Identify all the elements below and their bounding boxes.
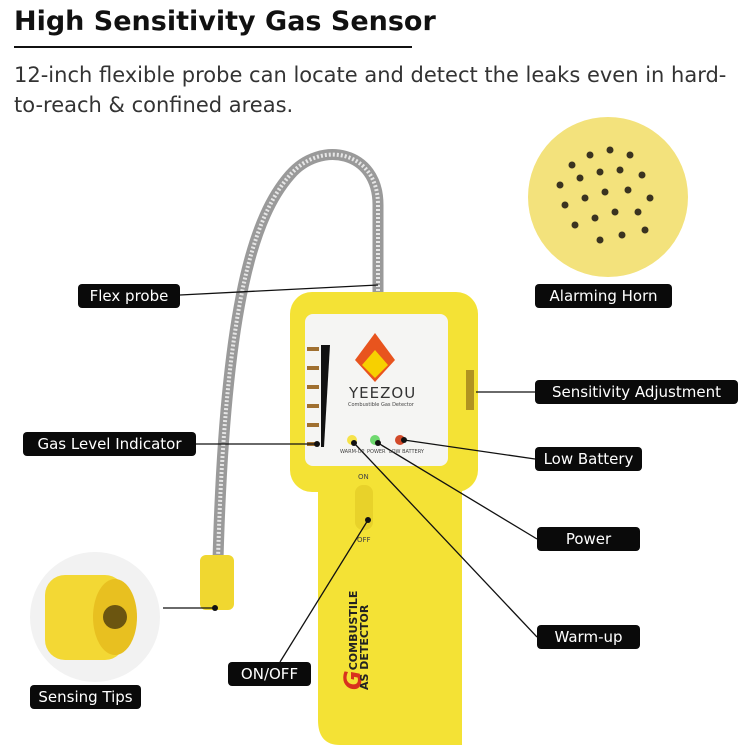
callout-flex-probe: Flex probe [78, 284, 180, 308]
led-label-power: POWER [367, 449, 386, 455]
callout-sensitivity-adjustment: Sensitivity Adjustment [535, 380, 738, 404]
led-label-warmup: WARM-UP [340, 449, 365, 455]
handle-text: G COMBUSTILE AS DETECTOR [339, 591, 371, 690]
callout-gas-level-indicator: Gas Level Indicator [23, 432, 196, 456]
callout-power: Power [537, 527, 640, 551]
sensing-tip-closeup [30, 552, 160, 682]
title-underline [14, 46, 412, 48]
subtitle: 12-inch flexible probe can locate and de… [14, 63, 727, 117]
switch-off-label: OFF [357, 536, 371, 544]
brand-tagline: Combustible Gas Detector [348, 402, 414, 408]
power-switch[interactable] [355, 485, 373, 530]
callout-on-off: ON/OFF [228, 662, 311, 686]
callout-sensing-tips: Sensing Tips [30, 685, 141, 709]
switch-on-label: ON [358, 473, 369, 481]
led-label-low-battery: LOW BATTERY [389, 449, 424, 455]
callout-low-battery: Low Battery [535, 447, 642, 471]
callout-warm-up: Warm-up [537, 625, 640, 649]
callout-alarming-horn: Alarming Horn [535, 284, 672, 308]
handle-text-line-2: AS DETECTOR [358, 604, 371, 690]
alarming-horn-closeup [528, 117, 688, 277]
page-title: High Sensitivity Gas Sensor [14, 6, 436, 37]
brand-logo: YEEZOU [349, 384, 417, 402]
